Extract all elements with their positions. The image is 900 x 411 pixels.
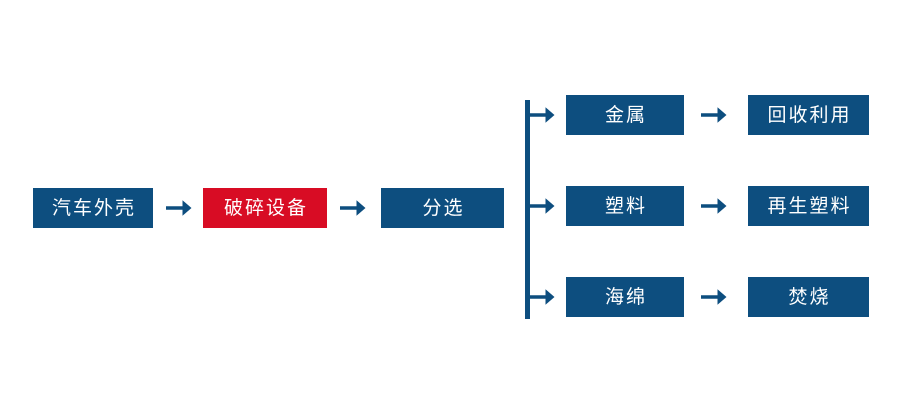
- node-sponge-outcome[interactable]: 焚烧: [748, 277, 869, 317]
- arrow-right-icon-plastic-to-recycled: [701, 196, 727, 216]
- node-metal-outcome[interactable]: 回收利用: [748, 95, 869, 135]
- arrow-right-icon-shredder-to-sorting: [340, 198, 366, 218]
- arrow-right-icon-rail-to-plastic: [529, 196, 555, 216]
- node-shredding-equipment[interactable]: 破碎设备: [203, 188, 327, 228]
- node-car-shell[interactable]: 汽车外壳: [33, 188, 153, 228]
- node-sorting[interactable]: 分选: [381, 188, 504, 228]
- arrow-right-icon-rail-to-metal: [529, 105, 555, 125]
- node-metal-material[interactable]: 金属: [566, 95, 684, 135]
- arrow-right-icon-sponge-to-incineration: [701, 287, 727, 307]
- node-plastic-material[interactable]: 塑料: [566, 186, 684, 226]
- arrow-right-icon-metal-to-recycle: [701, 105, 727, 125]
- branch-rail: [525, 100, 530, 319]
- node-plastic-outcome[interactable]: 再生塑料: [748, 186, 869, 226]
- arrow-right-icon-rail-to-sponge: [529, 287, 555, 307]
- arrow-right-icon-car-to-shredder: [166, 198, 192, 218]
- node-sponge-material[interactable]: 海绵: [566, 277, 684, 317]
